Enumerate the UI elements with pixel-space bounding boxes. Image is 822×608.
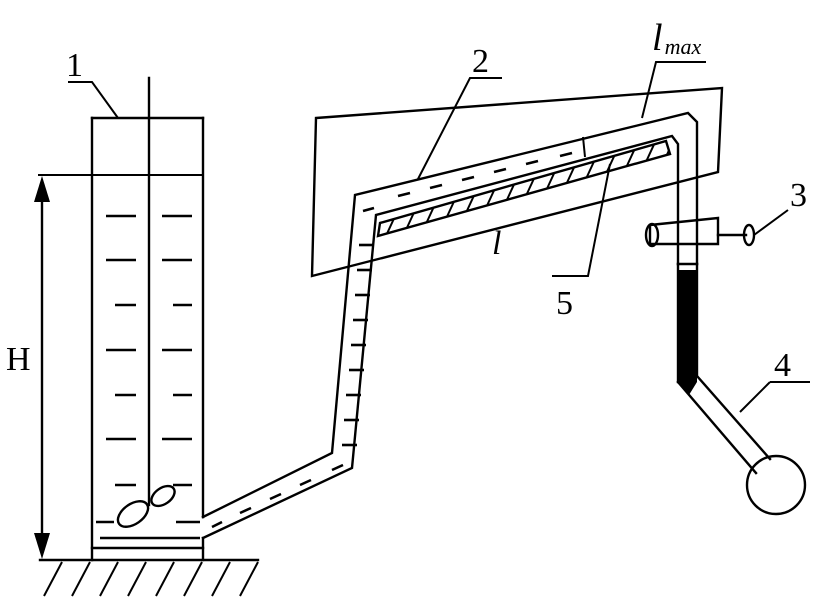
- ground-hatch: [38, 558, 260, 597]
- clamp: [644, 209, 789, 248]
- label-length-max-sub: max: [665, 34, 702, 59]
- tube-liquid: [211, 151, 573, 529]
- tube: [201, 111, 699, 540]
- label-length-max-base: l: [652, 17, 663, 59]
- label-length: l: [492, 225, 501, 262]
- leader-1: [68, 81, 119, 119]
- propeller-icon: [116, 484, 176, 528]
- scale-strip: [376, 139, 672, 238]
- label-bulb: 4: [774, 347, 791, 384]
- bulb-thermometer: [676, 262, 810, 516]
- label-scale: 5: [556, 285, 573, 322]
- mounting-plate: [310, 86, 724, 278]
- label-clamp: 3: [790, 177, 807, 214]
- tank: [90, 76, 205, 562]
- label-height: H: [6, 341, 31, 378]
- leader-lmax: [641, 61, 706, 119]
- liquid-dashes: [96, 214, 200, 540]
- label-tank: 1: [66, 47, 83, 84]
- leader-2: [417, 77, 502, 180]
- leader-5: [552, 163, 611, 277]
- label-length-max: lmax: [652, 17, 701, 59]
- label-tube: 2: [472, 43, 489, 80]
- h-dimension-arrow: [34, 176, 50, 559]
